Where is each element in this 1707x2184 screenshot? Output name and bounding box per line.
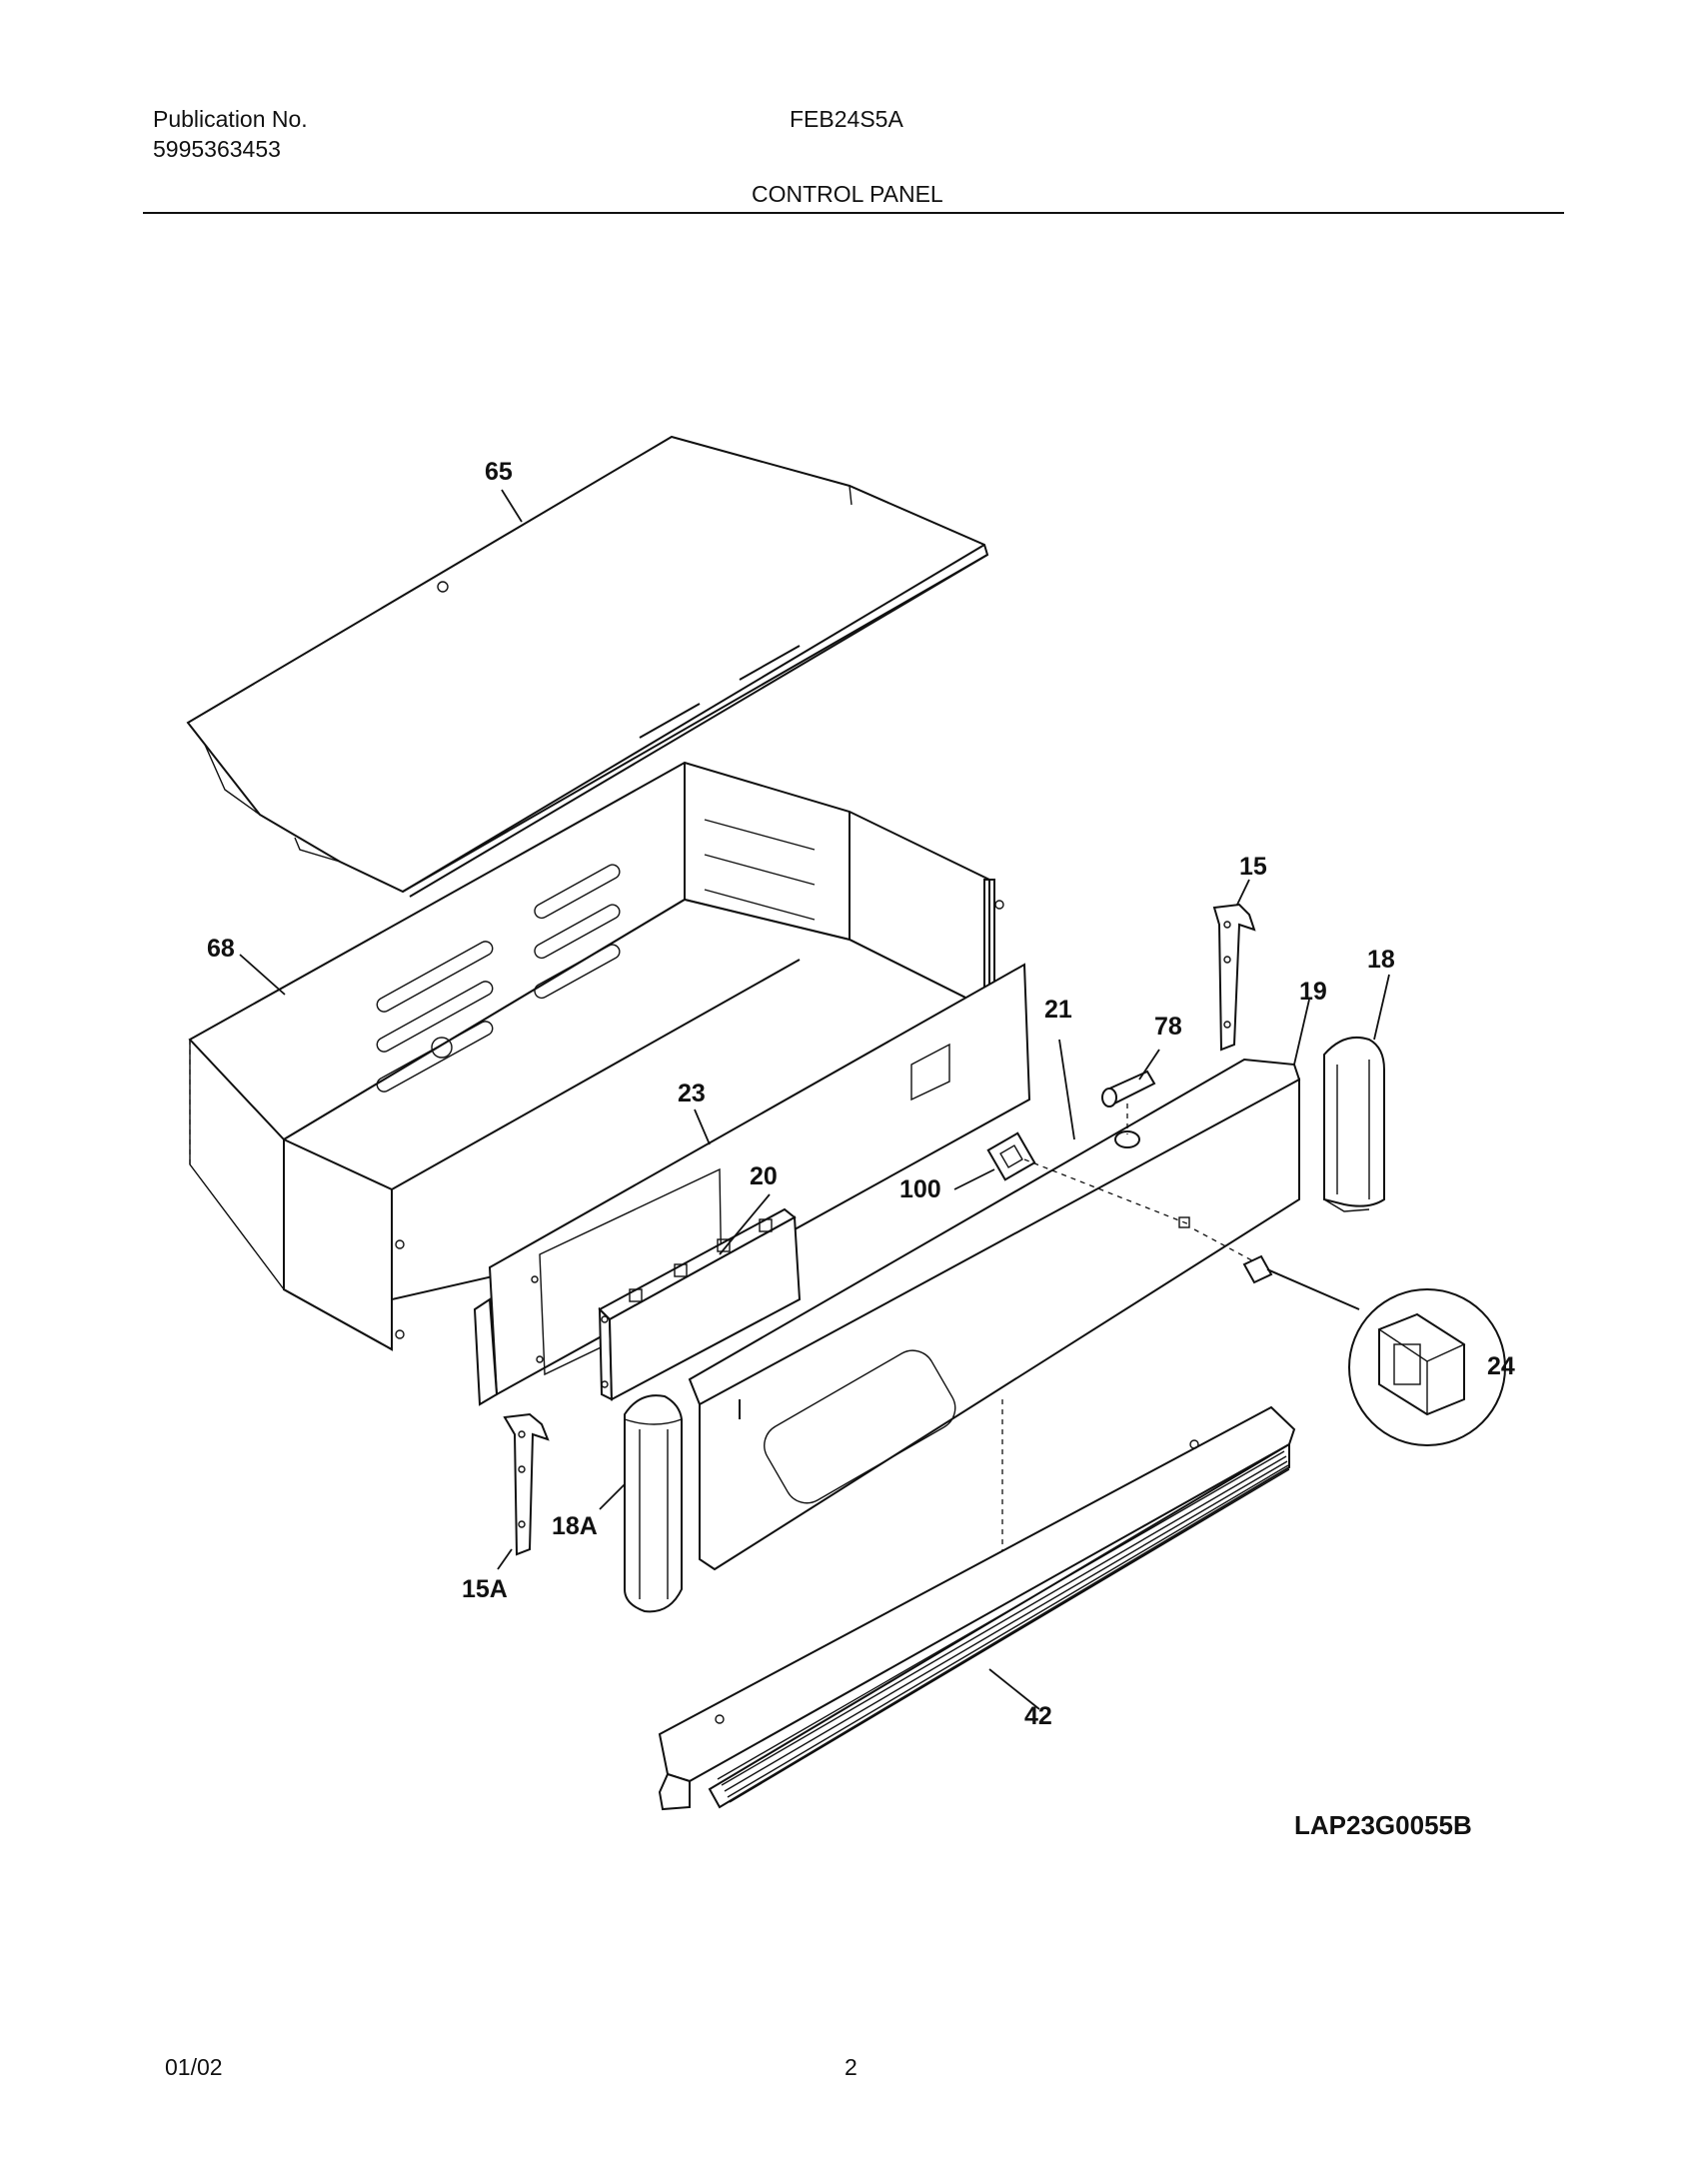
part-18-end-cap [1323, 1036, 1385, 1212]
part-15-bracket [1212, 903, 1256, 1052]
callout-68: 68 [207, 935, 235, 963]
part-15a-bracket [503, 1412, 550, 1556]
part-18a-end-cap [624, 1394, 683, 1613]
part-42-bottom-trim [658, 1405, 1296, 1811]
section-title: CONTROL PANEL [752, 181, 943, 207]
callout-18a: 18A [552, 1512, 598, 1540]
footer-date: 01/02 [165, 2054, 223, 2080]
model-number: FEB24S5A [790, 106, 903, 132]
callout-15a: 15A [462, 1575, 508, 1603]
publication-number: 5995363453 [153, 136, 281, 162]
callout-18: 18 [1367, 946, 1395, 974]
callout-21: 21 [1044, 996, 1072, 1024]
callout-19: 19 [1299, 978, 1327, 1006]
callout-20: 20 [750, 1162, 778, 1190]
part-65-top-cover [186, 435, 989, 898]
part-20-electronic-board [598, 1207, 802, 1401]
callout-leaders [239, 489, 1390, 1710]
header-rule [143, 212, 1564, 214]
part-78-pin [1101, 1070, 1156, 1134]
diagram-reference-code: LAP23G0055B [1294, 1810, 1472, 1840]
callout-23: 23 [678, 1080, 706, 1107]
footer-page-number: 2 [845, 2054, 857, 2080]
callout-78: 78 [1154, 1013, 1182, 1041]
part-24-switch-detail [1242, 1254, 1506, 1446]
callout-100: 100 [899, 1175, 941, 1203]
part-21-front-panel [688, 1058, 1301, 1599]
part-23-panel-backer [473, 963, 1031, 1406]
publication-label: Publication No. [153, 106, 308, 132]
callout-15: 15 [1239, 853, 1267, 881]
callout-24: 24 [1487, 1352, 1515, 1380]
callout-65: 65 [485, 458, 513, 486]
callout-42: 42 [1024, 1702, 1052, 1730]
part-68-housing [188, 761, 1004, 1351]
